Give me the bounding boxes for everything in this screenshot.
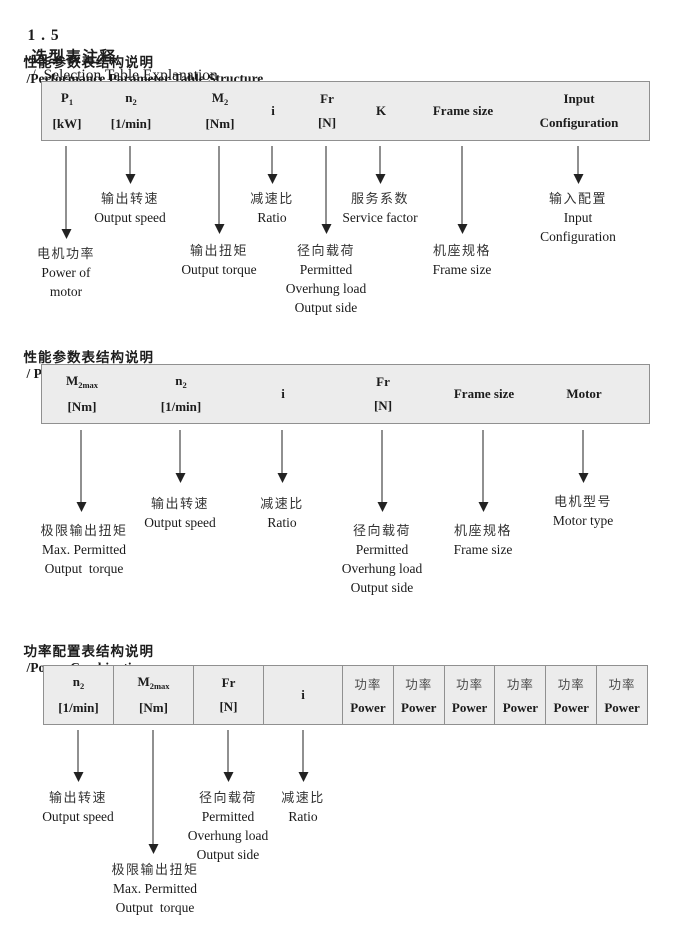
arrow-fr (321, 146, 332, 234)
col-header-m2max: M2max [Nm] (65, 373, 99, 414)
arrow-motor (578, 430, 589, 483)
callout-motor-power: 电机功率 Power of motor (36, 246, 96, 299)
col-header-fr: Fr [N] (194, 666, 264, 724)
arrow-input-configuration (573, 146, 584, 184)
callout-ratio: 减速比 Ratio (281, 790, 325, 824)
col-header-p1: P1 [kW] (52, 90, 82, 131)
callout-max-output-torque: 极限输出扭矩 Max. Permitted Output torque (111, 862, 199, 915)
arrow-p1 (61, 146, 72, 239)
performance-table1-header: P1 [kW] n2 [1/min] M2 [Nm] i Fr [N] K Fr… (41, 81, 650, 141)
callout-motor-type: 电机型号 Motor type (552, 494, 614, 528)
callout-service-factor: 服务系数 Service factor (342, 191, 418, 225)
col-header-power-5: 功率 Power (546, 666, 598, 724)
section2-heading-zh: 性能参数表结构说明 (23, 350, 154, 365)
callout-ratio: 减速比 Ratio (260, 496, 304, 530)
col-header-i: i (271, 103, 275, 118)
col-header-frame-size: Frame size (453, 386, 515, 401)
arrow-n2 (125, 146, 136, 184)
col-header-m2: M2 [Nm] (205, 90, 235, 131)
arrow-k (375, 146, 386, 184)
col-header-power-4: 功率 Power (495, 666, 547, 724)
arrow-m2 (214, 146, 225, 234)
callout-max-output-torque: 极限输出扭矩 Max. Permitted Output torque (40, 523, 128, 576)
col-header-input-configuration: Input Configuration (539, 90, 619, 131)
col-header-i: i (264, 666, 343, 724)
callout-ratio: 减速比 Ratio (250, 191, 294, 225)
callout-overhung-load: 径向载荷 Permitted Overhung load Output side (341, 523, 423, 595)
section3-heading-zh: 功率配置表结构说明 (23, 644, 154, 659)
arrow-fr (223, 730, 234, 782)
callout-frame-size: 机座规格 Frame size (453, 523, 513, 557)
callout-output-speed: 输出转速 Output speed (94, 191, 166, 225)
callout-input-configuration: 输入配置 Input Configuration (540, 191, 616, 244)
col-header-n2: n2 [1/min] (44, 666, 114, 724)
col-header-k: K (375, 103, 387, 118)
arrow-i (267, 146, 278, 184)
col-header-frame-size: Frame size (432, 103, 494, 118)
callout-overhung-load: 径向载荷 Permitted Overhung load Output side (285, 243, 367, 315)
col-header-n2: n2 [1/min] (160, 373, 202, 414)
page-title-zh: 选型表注释 (31, 49, 117, 66)
col-header-motor: Motor (566, 386, 602, 401)
arrow-n2 (73, 730, 84, 782)
page-title: 1 . 5 选型表注释 / Selection Table Explanatio… (12, 9, 218, 103)
callout-overhung-load: 径向载荷 Permitted Overhung load Output side (187, 790, 269, 862)
col-header-fr: Fr [N] (373, 373, 393, 414)
callout-output-speed: 输出转速 Output speed (144, 496, 216, 530)
col-header-power-2: 功率 Power (394, 666, 445, 724)
callout-output-speed: 输出转速 Output speed (42, 790, 114, 824)
col-header-m2max: M2max [Nm] (114, 666, 194, 724)
arrow-fr (377, 430, 388, 512)
arrow-n2 (175, 430, 186, 483)
arrow-frame-size (478, 430, 489, 512)
col-header-fr: Fr [N] (317, 90, 337, 131)
callout-frame-size: 机座规格 Frame size (432, 243, 492, 277)
arrow-m2max (76, 430, 87, 512)
arrow-m2max (148, 730, 159, 854)
performance-table2-header: M2max [Nm] n2 [1/min] i Fr [N] Frame siz… (41, 364, 650, 424)
col-header-power-1: 功率 Power (343, 666, 394, 724)
callout-output-torque: 输出扭矩 Output torque (181, 243, 257, 277)
arrow-i (277, 430, 288, 483)
col-header-i: i (281, 386, 285, 401)
col-header-n2: n2 [1/min] (110, 90, 152, 131)
arrow-i (298, 730, 309, 782)
col-header-power-3: 功率 Power (445, 666, 496, 724)
page-title-en: / Selection Table Explanation (31, 67, 218, 84)
section-number: 1 . 5 (27, 27, 60, 44)
section1-heading-zh: 性能参数表结构说明 (23, 55, 154, 70)
arrow-frame-size (457, 146, 468, 234)
col-header-power-6: 功率 Power (604, 677, 640, 716)
power-combination-table-header: n2 [1/min] M2max [Nm] Fr [N] i 功率 Power … (43, 665, 648, 725)
